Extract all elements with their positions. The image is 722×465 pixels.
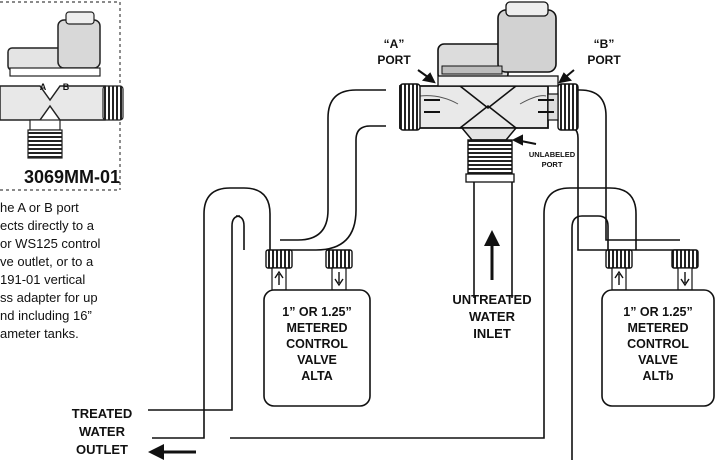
inlet-arrow (484, 230, 500, 280)
inset-panel: A B 3069MM-01 he A or B port ects direct… (0, 1, 124, 341)
inset-port-b-mark: B (63, 82, 70, 92)
inset-caption-line: ects directly to a (0, 218, 95, 233)
valve-b-box (601, 289, 715, 407)
pipe-a-outer (152, 187, 271, 439)
port-pointers (417, 69, 575, 146)
inlet-label-line: WATER (469, 309, 516, 324)
pipe-a-inner (148, 215, 245, 411)
outlet-label-line: WATER (79, 424, 126, 439)
valve-a-box (263, 289, 371, 407)
inset-caption-line: 191-01 vertical (0, 272, 85, 287)
valve-b-inlet-nut (605, 249, 633, 269)
bypass-valve (399, 1, 579, 183)
control-valve-a: 1” OR 1.25” METERED CONTROL VALVE ALTA (263, 249, 371, 407)
inset-port-a-mark: A (40, 82, 47, 92)
valve-a-label-line: METERED (286, 321, 347, 335)
outlet-label-line: OUTLET (76, 442, 128, 457)
valve-b-label-line: CONTROL (627, 337, 689, 351)
port-b-label: “B” PORT (587, 37, 621, 67)
inset-part-number: 3069MM-01 (24, 167, 120, 187)
valve-a-inlet-nut (265, 249, 293, 269)
valve-a-label-line: VALVE (297, 353, 337, 367)
inlet-label-line: INLET (473, 326, 511, 341)
inset-caption-line: ss adapter for up (0, 290, 98, 305)
port-a-nut (399, 83, 421, 131)
outlet-label-line: TREATED (72, 406, 132, 421)
valve-a-up-arrow (274, 270, 284, 285)
port-a-label-line: PORT (377, 53, 411, 67)
unlabeled-port-label-line: UNLABELED (529, 150, 576, 159)
valve-a-outlet-nut (325, 249, 353, 269)
valve-a-label-line: 1” OR 1.25” (282, 305, 351, 319)
valve-b-down-arrow (680, 272, 690, 287)
pipe-b-upper-outer (560, 89, 680, 241)
outlet-label: TREATED WATER OUTLET (72, 406, 132, 457)
valve-b-label-line: VALVE (638, 353, 678, 367)
port-b-label-line: PORT (587, 53, 621, 67)
valve-b-label-line: ALTb (642, 369, 673, 383)
inset-caption-line: nd including 16” (0, 308, 92, 323)
pipe-a-upper-inner (280, 125, 386, 251)
valve-a-down-arrow (334, 272, 344, 287)
inset-caption-line: he A or B port (0, 200, 79, 215)
outlet-arrow (148, 444, 196, 460)
unlabeled-port-label-line: PORT (542, 160, 563, 169)
valve-a-label-line: ALTA (301, 369, 332, 383)
valve-b-label-line: 1” OR 1.25” (623, 305, 692, 319)
valve-b-outlet-nut (671, 249, 699, 269)
unlabeled-port-label: UNLABELED PORT (529, 150, 576, 169)
inset-caption: he A or B port ects directly to a or WS1… (0, 200, 101, 341)
inset-valve-drawing: A B (0, 11, 124, 159)
pipe-a-upper-outer (280, 89, 386, 241)
inlet-label: UNTREATED WATER INLET (452, 292, 531, 341)
pipe-b-inner (571, 215, 609, 460)
inset-caption-line: or WS125 control (0, 236, 101, 251)
unlabeled-port-nut (467, 139, 513, 177)
control-valve-b: 1” OR 1.25” METERED CONTROL VALVE ALTb (601, 249, 715, 407)
motor-cap (497, 9, 557, 73)
inlet-label-line: UNTREATED (452, 292, 531, 307)
inset-border (0, 1, 121, 190)
pipe-b-outer (230, 187, 637, 439)
valve-b-label-line: METERED (627, 321, 688, 335)
port-a-label: “A” PORT (377, 37, 411, 67)
inset-caption-line: ameter tanks. (0, 326, 79, 341)
valve-a-label-line: CONTROL (286, 337, 348, 351)
inset-caption-line: ve outlet, or to a (0, 254, 94, 269)
port-a-label-line: “A” (384, 37, 405, 51)
port-b-label-line: “B” (594, 37, 615, 51)
valve-b-up-arrow (614, 270, 624, 285)
port-b-nut (557, 83, 579, 131)
